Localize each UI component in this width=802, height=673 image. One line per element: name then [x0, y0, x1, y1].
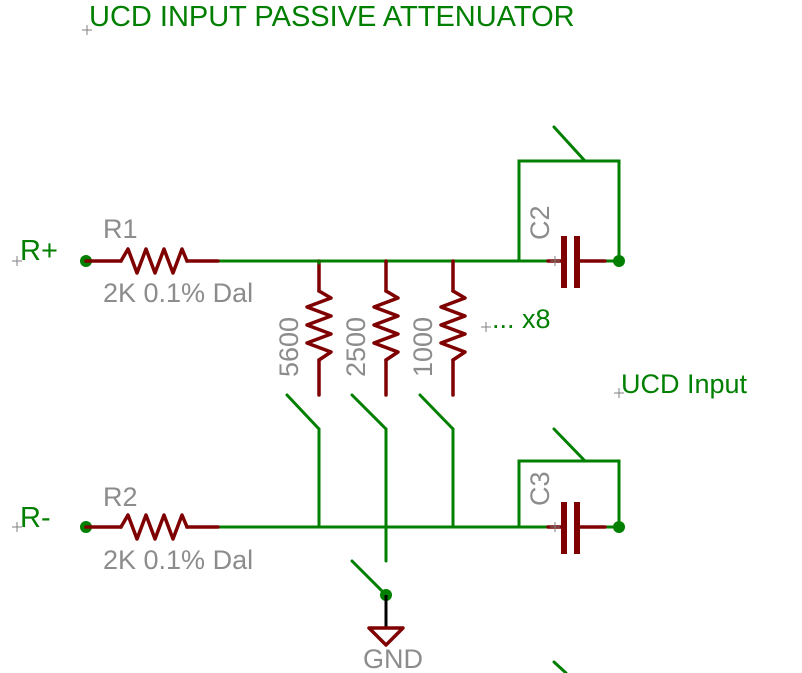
shunt-5600-label: 5600: [274, 317, 304, 377]
shunt-resistor-1000: [439, 259, 467, 397]
shunt-2500-label: 2500: [341, 317, 371, 377]
ucd-input-origin-mark: [614, 388, 624, 398]
shunt-1000-label: 1000: [408, 317, 438, 377]
capacitor-c3: [546, 502, 607, 554]
next-stage-switch-fragment: [552, 660, 568, 673]
shunt-switch-1000: [418, 393, 455, 529]
r2-name-label: R2: [103, 482, 138, 512]
r1-value-label: 2K 0.1% Dal: [103, 278, 253, 308]
shunt-resistor-5600: [305, 259, 333, 397]
shunt-switch-5600: [285, 393, 321, 529]
r2-value-label: 2K 0.1% Dal: [103, 545, 253, 575]
ground-switch: [350, 559, 392, 627]
shunt-resistor-2500: [372, 259, 400, 397]
c3-name-label: C3: [525, 471, 555, 506]
r-minus-origin-mark: [12, 522, 22, 532]
ucd-input-label: UCD Input: [621, 369, 748, 399]
shunt-switch-2500: [350, 393, 388, 563]
c3-bypass-switch: [517, 427, 621, 529]
c2-bypass-switch: [517, 125, 621, 263]
title-origin-mark: [82, 25, 92, 35]
more-note-origin-mark: [481, 322, 491, 332]
r-plus-port-label: R+: [20, 235, 58, 267]
r1-name-label: R1: [103, 214, 138, 244]
gnd-label: GND: [363, 644, 423, 673]
c3-origin-mark: [550, 522, 560, 532]
resistor-r2: [84, 513, 220, 541]
schematic-title: UCD INPUT PASSIVE ATTENUATOR: [89, 1, 575, 33]
r-plus-origin-mark: [12, 256, 22, 266]
capacitor-c2: [546, 236, 607, 288]
more-resistors-note: ... x8: [492, 304, 551, 334]
c2-origin-mark: [550, 256, 560, 266]
c2-name-label: C2: [525, 205, 555, 240]
ground-symbol: [367, 626, 405, 647]
r-minus-port-label: R-: [20, 502, 51, 534]
resistor-r1: [84, 247, 220, 275]
